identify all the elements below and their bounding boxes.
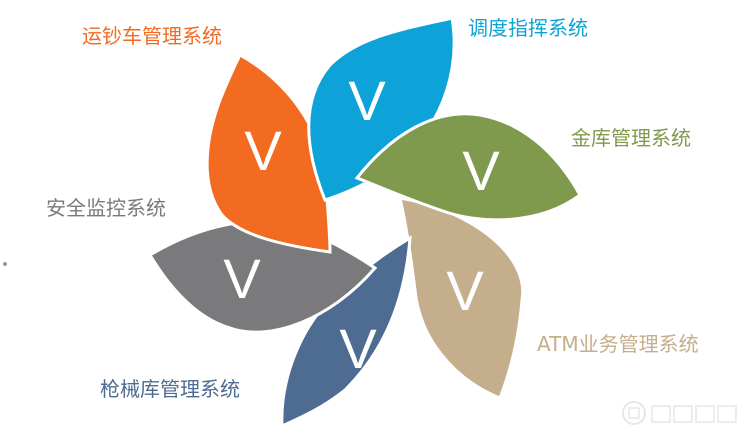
stray-dot	[3, 262, 7, 266]
petal-mark-vault: V	[462, 139, 500, 202]
watermark-logo-icon	[622, 401, 737, 425]
label-atm: ATM业务管理系统	[537, 332, 699, 356]
label-armory: 枪械库管理系统	[100, 377, 240, 401]
petal-mark-atm: V	[446, 259, 484, 322]
petal-atm	[398, 196, 525, 400]
petal-vault	[354, 112, 582, 222]
label-security: 安全监控系统	[46, 196, 166, 220]
label-vault: 金库管理系统	[571, 126, 691, 150]
label-dispatch: 调度指挥系统	[468, 16, 588, 40]
petal-mark-security: V	[223, 247, 261, 310]
petal-mark-dispatch: V	[348, 69, 386, 132]
label-cash-transport: 运钞车管理系统	[82, 24, 222, 48]
petal-mark-armory: V	[339, 317, 377, 380]
petal-mark-cash-transport: V	[244, 119, 282, 182]
